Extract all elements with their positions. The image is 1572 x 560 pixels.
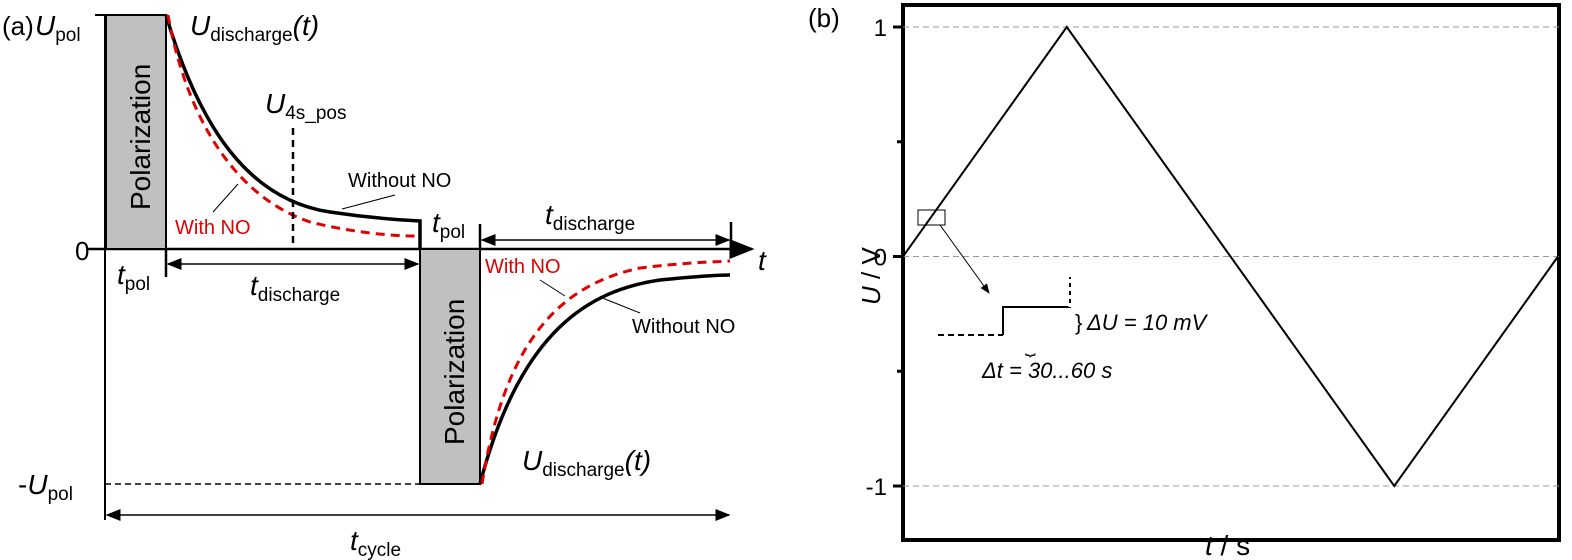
t-pol-label-2: tpol bbox=[432, 207, 465, 243]
panel-a-label: (a) bbox=[2, 11, 34, 41]
u-pol-label: Upol bbox=[35, 10, 81, 46]
y-tick-label: 0 bbox=[874, 245, 887, 272]
curve-with-no-negative bbox=[480, 259, 731, 485]
triangle-voltage-line bbox=[902, 25, 1559, 488]
neg-u-pol-label: -Upol bbox=[18, 469, 73, 505]
t-axis-label: t bbox=[758, 245, 767, 276]
delta-t-brace: ⏟ bbox=[1025, 336, 1036, 357]
delta-t-label: Δt = 30...60 s bbox=[981, 358, 1112, 383]
without-no-label-top: Without NO bbox=[348, 170, 451, 192]
u-discharge-bottom-label: Udischarge(t) bbox=[522, 445, 651, 481]
y-tick-label: -1 bbox=[866, 474, 887, 501]
u-4s-pos-label: U4s_pos bbox=[265, 88, 347, 124]
zoom-arrow bbox=[939, 224, 990, 294]
y-axis-label: U / V bbox=[856, 247, 886, 305]
panel-b: (b) 1 0 -1 U / V t / s } ΔU = 10 mV ⏟ Δt =… bbox=[808, 3, 1561, 560]
x-axis-label: t / s bbox=[1205, 530, 1250, 560]
with-no-label-bottom: With NO bbox=[485, 256, 561, 278]
polarization-box-negative bbox=[419, 248, 481, 485]
polarization-label: Polarization bbox=[125, 64, 156, 210]
delta-u-label: ΔU = 10 mV bbox=[1086, 310, 1209, 335]
zero-label: 0 bbox=[75, 236, 89, 266]
t-discharge-label-1: tdischarge bbox=[250, 270, 340, 306]
curve-with-no-positive bbox=[166, 14, 416, 238]
step-detail bbox=[1002, 277, 1071, 335]
zoom-box bbox=[917, 209, 946, 226]
without-no-label-bottom: Without NO bbox=[632, 316, 735, 338]
with-no-label-top: With NO bbox=[175, 217, 251, 239]
plot-frame bbox=[901, 3, 1561, 542]
t-pol-label-1: tpol bbox=[117, 259, 150, 295]
curve-without-no-positive bbox=[164, 14, 422, 249]
curve-without-no-negative bbox=[478, 273, 731, 485]
panel-b-label: (b) bbox=[808, 3, 840, 33]
u-discharge-top-label: Udischarge(t) bbox=[190, 10, 319, 46]
panel-a: (a) Upol 0 -Upol t Polarization Polariza… bbox=[2, 10, 767, 560]
t-discharge-label-2: tdischarge bbox=[545, 199, 635, 235]
t-cycle-label: tcycle bbox=[350, 525, 401, 560]
delta-u-brace: } bbox=[1075, 310, 1082, 335]
polarization-label-2: Polarization bbox=[439, 299, 470, 445]
polarization-box-positive bbox=[105, 14, 167, 250]
y-tick-label: 1 bbox=[874, 15, 887, 42]
